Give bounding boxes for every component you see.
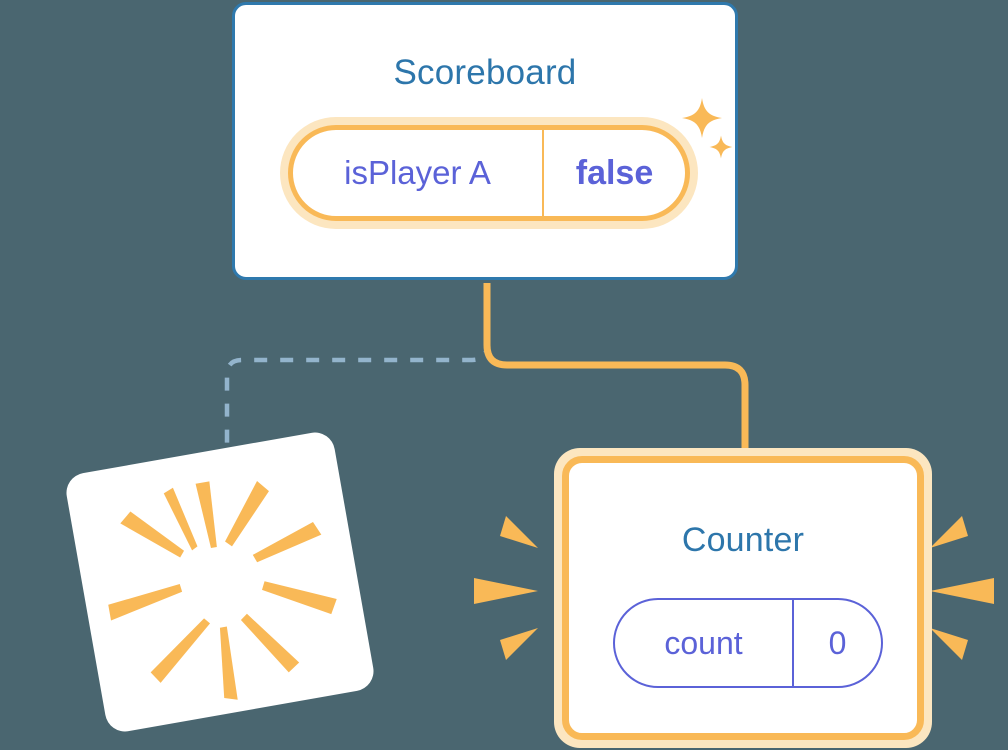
connector-scoreboard-to-counter [483, 283, 749, 460]
burst-ray-icon [500, 516, 538, 548]
burst-ray-icon [930, 628, 968, 660]
burst-ray-icon [225, 481, 269, 547]
burst-rays-left [474, 516, 538, 660]
state-pill-key: isPlayer A [344, 154, 491, 191]
burst-ray-icon [163, 487, 198, 551]
state-pill-inner: isPlayer A false [288, 125, 690, 221]
sparkle-small-icon [709, 135, 733, 159]
burst-ray-icon [930, 578, 994, 604]
state-pill-count[interactable]: count 0 [613, 598, 883, 688]
state-pill-value: false [542, 130, 685, 216]
burst-ray-icon [500, 628, 538, 660]
state-pill-value: 0 [792, 600, 881, 686]
state-pill-is-player-a[interactable]: isPlayer A false [280, 117, 698, 229]
burst-ray-icon [261, 581, 337, 615]
burst-ray-icon [219, 626, 238, 700]
node-card-scoreboard[interactable]: Scoreboard isPlayer A false [232, 2, 738, 280]
burst-ray-icon [108, 584, 183, 621]
sparkle-icon [682, 98, 722, 138]
node-card-counter[interactable]: Counter count 0 [554, 448, 932, 748]
burst-ray-icon [930, 516, 968, 548]
card-title-counter: Counter [681, 521, 805, 559]
burst-rays-right [930, 516, 994, 660]
state-pill-key: count [664, 624, 743, 661]
burst-ray-icon [240, 613, 300, 673]
burst-ray-icon [195, 481, 217, 549]
burst-ray-icon [252, 521, 322, 563]
radial-burst-icon [108, 481, 337, 700]
burst-ray-icon [474, 578, 538, 604]
node-card-blank[interactable] [63, 429, 377, 735]
card-surface: Counter count 0 [562, 456, 924, 740]
burst-ray-icon [120, 511, 185, 558]
burst-ray-icon [150, 618, 211, 683]
card-title-scoreboard: Scoreboard [393, 53, 577, 92]
